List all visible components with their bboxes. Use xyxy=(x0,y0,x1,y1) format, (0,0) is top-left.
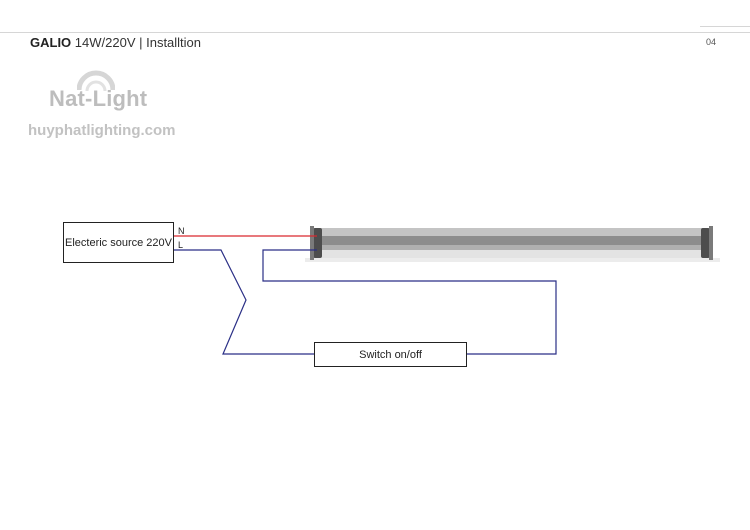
logo-text: Nat-Light xyxy=(49,86,148,111)
power-source-label: Electeric source 220V xyxy=(65,236,172,249)
switch-box: Switch on/off xyxy=(314,342,467,367)
product-name: GALIO xyxy=(30,35,72,50)
live-wire xyxy=(174,249,314,355)
product-spec: 14W/220V | Installtion xyxy=(74,35,202,50)
tube-cap-right xyxy=(701,228,710,258)
led-tube-fixture xyxy=(305,226,720,262)
website-watermark: huyphatlighting.com xyxy=(28,122,176,139)
header-divider xyxy=(0,32,750,33)
switched-live-wire xyxy=(262,249,557,355)
page-number: 04 xyxy=(706,37,717,47)
terminal-n-label: N xyxy=(178,226,185,236)
header-tick-line xyxy=(700,26,750,27)
document-title: GALIO 14W/220V | Installtion xyxy=(30,35,201,50)
power-source-box: Electeric source 220V xyxy=(63,222,174,263)
logo-arc-icon xyxy=(77,70,115,92)
terminal-l-label: L xyxy=(178,240,184,250)
switch-label: Switch on/off xyxy=(359,348,422,361)
tube-cap-left xyxy=(313,228,322,258)
